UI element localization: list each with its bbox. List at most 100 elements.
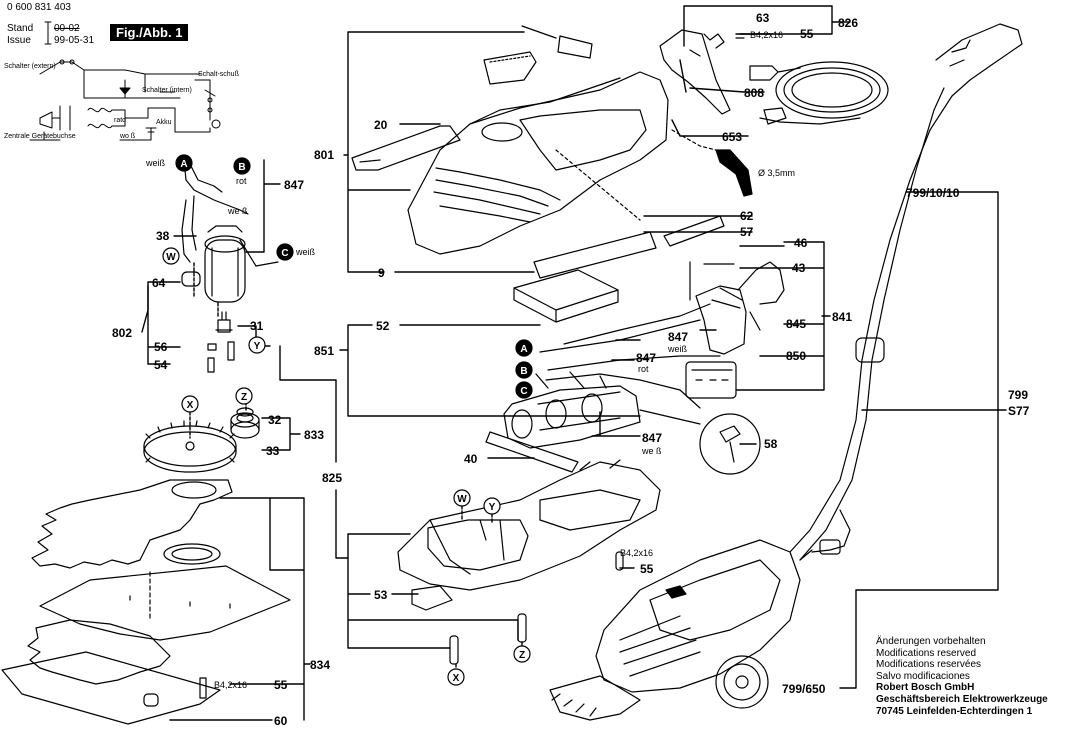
label-834: 834	[310, 658, 330, 672]
callout-a-2: A	[520, 344, 527, 355]
label-799-10-10: 799/10/10	[906, 186, 960, 200]
note-line-4: Salvo modificaciones	[876, 670, 970, 682]
callout-c-1: C	[281, 248, 288, 259]
label-54: 54	[154, 358, 168, 372]
schem-akku: Akku	[156, 119, 172, 126]
label-46: 46	[794, 236, 808, 250]
screw-label-a: B4,2x16	[750, 30, 783, 40]
battery-pack	[485, 269, 641, 473]
wire-weiss-2: weiß	[295, 247, 316, 257]
schem-switch-right: Schalt-schuß	[198, 71, 239, 78]
label-38: 38	[156, 229, 170, 243]
note-line-2: Modifications reserved	[876, 647, 977, 659]
label-64: 64	[152, 276, 166, 290]
label-851: 851	[314, 344, 334, 358]
gear-and-cutter	[1, 407, 291, 725]
part-number-labels: 20 801 9 62 57 63 826 55 808 653 847 38 …	[112, 11, 1030, 728]
label-40: 40	[464, 452, 478, 466]
label-63: 63	[756, 11, 770, 25]
housing-top	[351, 25, 725, 279]
label-55-c: 55	[274, 678, 288, 692]
label-825: 825	[322, 471, 342, 485]
charger-and-cord	[659, 29, 889, 197]
screw-label-b: B4,2x16	[620, 548, 653, 558]
note-line-1: Änderungen vorbehalten	[876, 636, 986, 647]
label-826: 826	[838, 16, 858, 30]
label-841: 841	[832, 310, 852, 324]
issue-label: Issue	[7, 35, 31, 46]
wire-rot-2: rot	[638, 364, 649, 374]
company-division: Geschäftsbereich Elektrowerkzeuge	[876, 693, 1048, 705]
wire-wess-1: we ß	[227, 206, 248, 216]
issue-value: 99-05-31	[54, 35, 95, 46]
shrub-shear-assembled	[549, 23, 1023, 721]
callout-c-2: C	[520, 386, 527, 397]
schem-rate: rato	[114, 117, 126, 124]
callout-z-2: Z	[519, 650, 525, 661]
wire-wess-2: we ß	[641, 446, 662, 456]
label-847-a: 847	[284, 178, 304, 192]
disclaimer-block: Änderungen vorbehalten Modifications res…	[876, 636, 1048, 717]
label-55-b: 55	[640, 562, 654, 576]
callout-w-2: W	[457, 494, 467, 505]
stand-value: 00-02	[54, 23, 80, 34]
wire-weiss-3: weiß	[667, 344, 688, 354]
stand-label: Stand	[7, 23, 34, 34]
connector-detail	[639, 409, 761, 475]
schem-socket: Zentrale Gerätebuchse	[4, 133, 76, 140]
label-62: 62	[740, 209, 754, 223]
callout-z-1: Z	[241, 392, 247, 403]
label-801: 801	[314, 148, 334, 162]
label-53: 53	[374, 588, 388, 602]
label-847-c: 847	[636, 351, 656, 365]
schem-switch-ext: Schalter (extern)	[4, 63, 56, 70]
label-847-b: 847	[668, 330, 688, 344]
screw-label-c: B4,2x16	[214, 680, 247, 690]
company-name: Robert Bosch GmbH	[876, 682, 975, 694]
label-799: 799	[1008, 388, 1028, 402]
wiring-schematic	[29, 59, 221, 141]
label-43: 43	[792, 261, 806, 275]
label-808: 808	[744, 86, 764, 100]
label-31: 31	[250, 319, 264, 333]
label-20: 20	[374, 118, 388, 132]
callout-w-1: W	[166, 252, 176, 263]
schem-wo: wo ß	[119, 133, 135, 140]
label-56: 56	[154, 340, 168, 354]
label-s77: S77	[1008, 404, 1030, 418]
label-52: 52	[376, 319, 390, 333]
company-address: 70745 Leinfelden-Echterdingen 1	[876, 705, 1033, 717]
callout-letters: A B C A B C W Y X Z W Y X Z	[166, 159, 527, 684]
motor-assembly	[181, 159, 279, 373]
label-60: 60	[274, 714, 288, 728]
figure-tag: Fig./Abb. 1	[110, 24, 189, 41]
schem-switch-int: Schalter (intern)	[142, 87, 192, 94]
label-55-a: 55	[800, 27, 814, 41]
housing-bottom	[397, 459, 661, 665]
part-number: 0 600 831 403	[7, 2, 71, 13]
callout-a-1: A	[180, 159, 187, 170]
electronics-module	[539, 261, 785, 409]
note-line-3: Modifications reservées	[876, 659, 982, 671]
callout-circles	[175, 154, 533, 399]
label-850: 850	[786, 349, 806, 363]
label-799-650: 799/650	[782, 682, 826, 696]
label-33: 33	[266, 444, 280, 458]
label-653: 653	[722, 130, 742, 144]
callout-x-1: X	[187, 400, 194, 411]
leader-lines	[141, 5, 1007, 721]
callout-b-2: B	[520, 366, 527, 377]
cord-diameter: Ø 3,5mm	[758, 168, 795, 178]
label-9: 9	[378, 266, 385, 280]
schematic-labels: Schalter (extern) Schalter (intern) Scha…	[4, 63, 239, 140]
callout-b-1: B	[238, 162, 245, 173]
label-802: 802	[112, 326, 132, 340]
callout-y-1: Y	[254, 341, 261, 352]
label-58: 58	[764, 437, 778, 451]
callout-x-2: X	[453, 673, 460, 684]
label-57: 57	[740, 225, 754, 239]
label-847-d: 847	[642, 431, 662, 445]
wire-labels: weiß rot we ß weiß weiß rot we ß Ø 3,5mm…	[145, 30, 795, 690]
